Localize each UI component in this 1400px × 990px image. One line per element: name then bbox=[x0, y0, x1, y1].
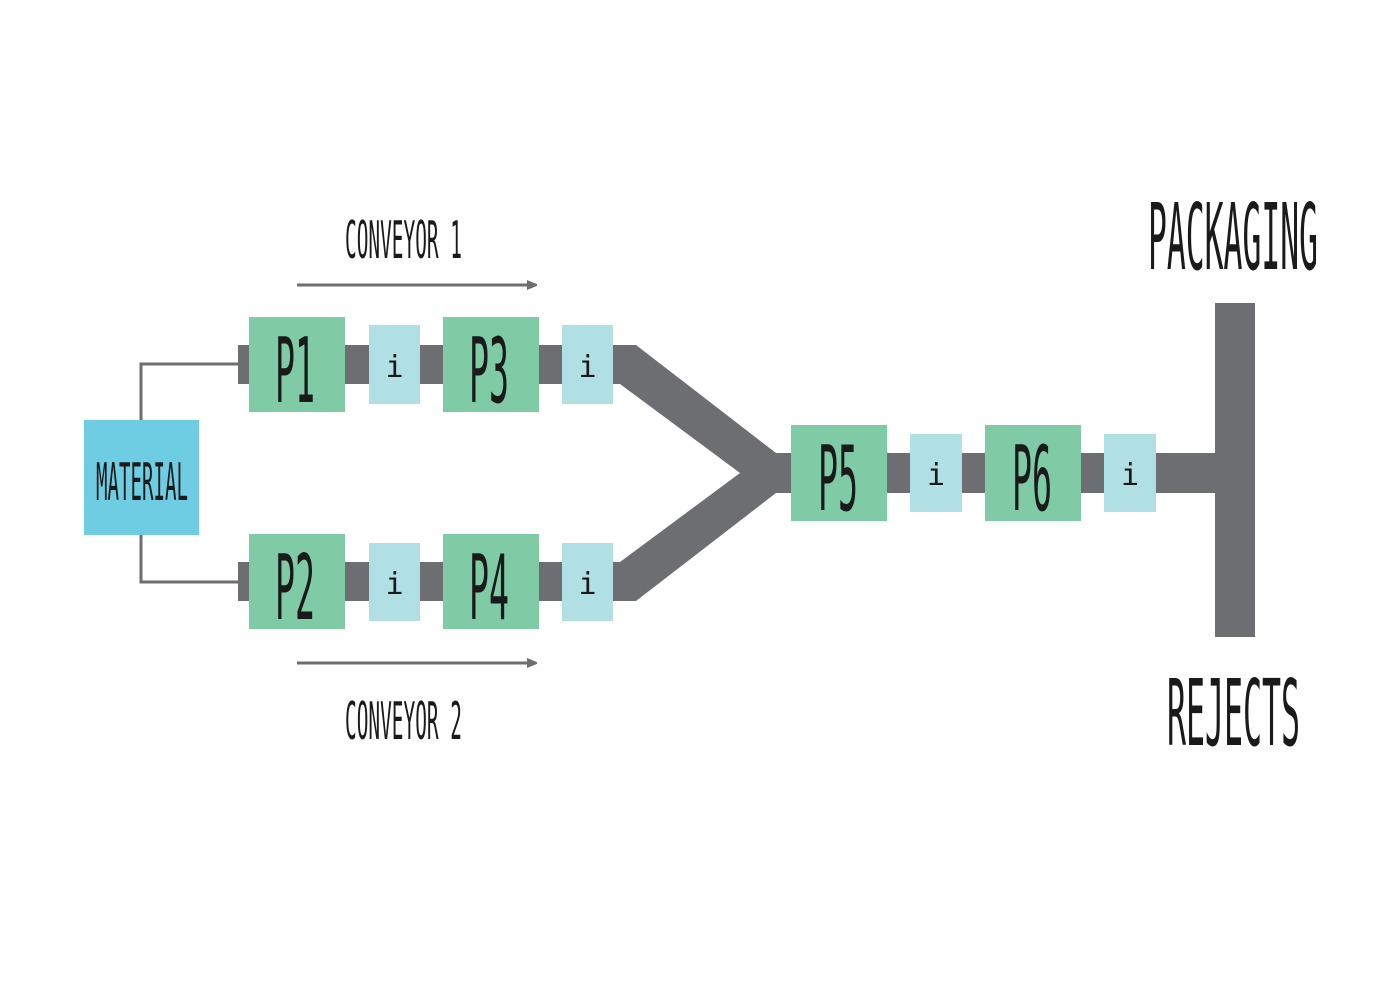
inspection-label: i bbox=[1121, 458, 1139, 493]
station-p2 bbox=[249, 534, 345, 629]
inspection-label: i bbox=[578, 350, 596, 385]
packaging-label: PACKAGING bbox=[1148, 184, 1318, 291]
inspection-station bbox=[562, 325, 613, 404]
material-box bbox=[84, 420, 199, 535]
station-p4-label: P4 bbox=[469, 536, 509, 641]
rejects-label: REJECTS bbox=[1167, 660, 1300, 767]
inspection-station bbox=[1104, 434, 1156, 512]
inspection-station bbox=[562, 543, 613, 621]
station-p3 bbox=[443, 317, 539, 412]
station-p2-label: P2 bbox=[275, 536, 315, 641]
inspection-label: i bbox=[385, 567, 403, 602]
station-p3-label: P3 bbox=[469, 319, 509, 424]
output-splitter-bar bbox=[1215, 303, 1255, 637]
merge-junction bbox=[612, 345, 776, 601]
inspection-station bbox=[910, 434, 962, 512]
inspection-station bbox=[369, 543, 420, 621]
conveyor-1-label: CONVEYOR 1 bbox=[345, 211, 462, 271]
station-p1 bbox=[249, 317, 345, 412]
inspection-station bbox=[369, 325, 420, 404]
feed-line-top bbox=[139, 362, 240, 420]
station-p4 bbox=[443, 534, 539, 629]
feed-line-bottom bbox=[139, 535, 240, 584]
inspection-label: i bbox=[927, 458, 945, 493]
conveyor-2-label: CONVEYOR 2 bbox=[345, 692, 462, 752]
station-p5 bbox=[791, 425, 887, 521]
material-label: MATERIAL bbox=[96, 453, 188, 513]
station-p6-label: P6 bbox=[1012, 427, 1052, 532]
inspection-label: i bbox=[385, 350, 403, 385]
inspection-label: i bbox=[578, 567, 596, 602]
station-p5-label: P5 bbox=[818, 427, 858, 532]
station-p6 bbox=[985, 425, 1081, 521]
station-p1-label: P1 bbox=[275, 319, 315, 424]
